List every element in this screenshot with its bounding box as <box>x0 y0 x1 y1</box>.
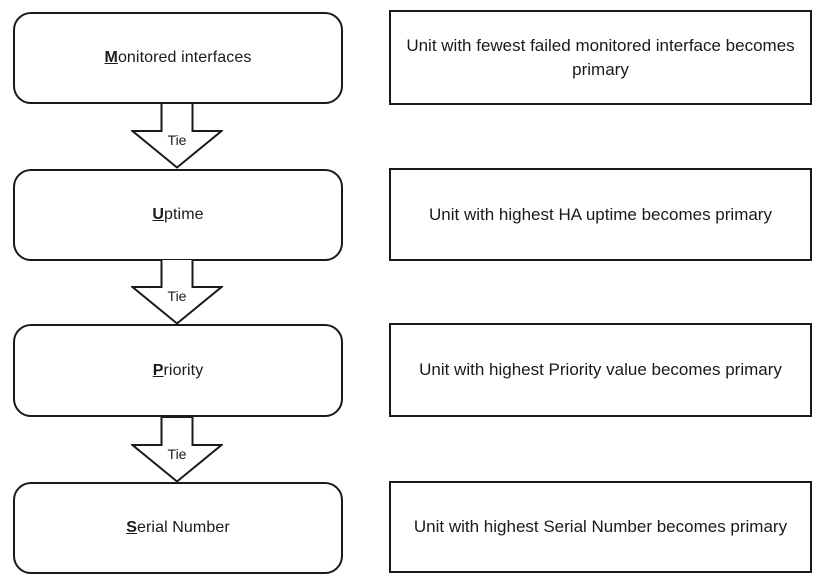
criteria-box-priority: Priority <box>13 324 343 417</box>
down-block-arrow-icon <box>131 417 223 483</box>
tie-label: Tie <box>167 132 187 148</box>
down-block-arrow-icon <box>131 259 223 325</box>
criteria-label: Serial Number <box>126 519 230 537</box>
criteria-key-letter: S <box>126 519 137 536</box>
criteria-box-monitored-interfaces: Monitored interfaces <box>13 12 343 104</box>
description-box-priority: Unit with highest Priority value becomes… <box>389 323 812 417</box>
tie-arrow-3: Tie <box>131 417 223 483</box>
description-text: Unit with highest Priority value becomes… <box>419 360 782 379</box>
description-box-uptime: Unit with highest HA uptime becomes prim… <box>389 168 812 261</box>
criteria-key-letter: U <box>152 206 165 223</box>
description-text: Unit with fewest failed monitored interf… <box>406 35 795 79</box>
criteria-label-rest: riority <box>163 361 204 379</box>
criteria-label: Monitored interfaces <box>105 49 252 67</box>
criteria-label: Uptime <box>152 206 203 224</box>
criteria-label-rest: onitored interfaces <box>117 49 252 66</box>
description-text: Unit with highest Serial Number becomes … <box>413 517 788 536</box>
criteria-label-rest: erial Number <box>136 519 230 536</box>
tie-arrow-2: Tie <box>131 259 223 325</box>
criteria-label: Priority <box>153 362 204 380</box>
description-box-monitored-interfaces: Unit with fewest failed monitored interf… <box>389 10 812 105</box>
tie-label: Tie <box>167 446 187 462</box>
description-text: Unit with highest HA uptime becomes prim… <box>429 204 772 224</box>
criteria-key-letter: P <box>152 361 164 379</box>
tie-label: Tie <box>167 288 187 304</box>
description-box-serial-number: Unit with highest Serial Number becomes … <box>389 481 812 573</box>
criteria-key-letter: M <box>104 49 118 66</box>
criteria-label-rest: ptime <box>164 206 204 223</box>
down-block-arrow-icon <box>131 103 223 169</box>
tie-arrow-1: Tie <box>131 103 223 169</box>
criteria-box-uptime: Uptime <box>13 169 343 261</box>
criteria-box-serial-number: Serial Number <box>13 482 343 574</box>
